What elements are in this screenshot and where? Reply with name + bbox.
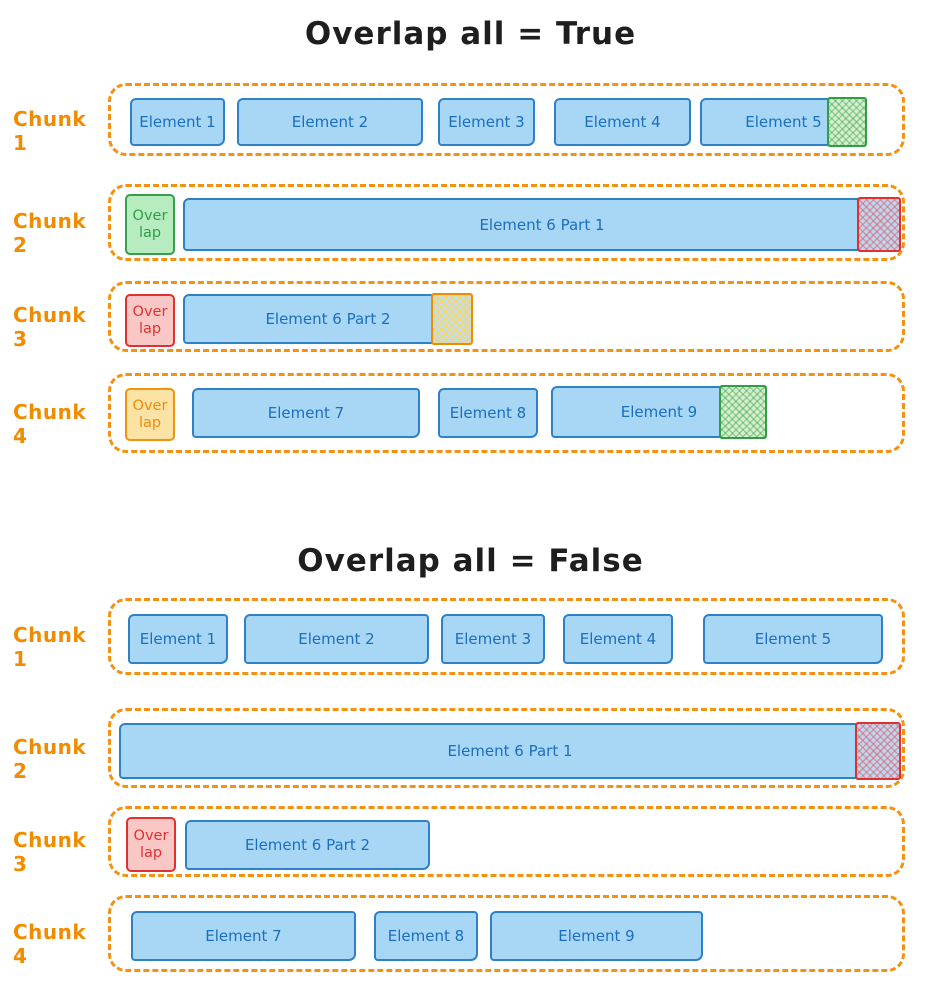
element-box: Element 3 <box>438 98 535 146</box>
element-box: Element 7 <box>192 388 420 438</box>
element-label: Element 5 <box>745 113 822 131</box>
overlap-box-red: Over lap <box>126 817 176 872</box>
element-box: Element 9 <box>551 385 767 439</box>
chunk-3-label: Chunk 3 <box>13 828 87 876</box>
element-label: Element 6 Part 1 <box>479 215 605 234</box>
element-box: Element 5 <box>700 97 867 147</box>
chunk-2-boundary: Element 6 Part 1 <box>108 708 905 788</box>
chunk-3-boundary: Over lap Element 6 Part 2 <box>108 806 905 877</box>
element-box: Element 2 <box>244 614 429 664</box>
chunk-4-label: Chunk 4 <box>13 920 87 968</box>
element-box: Element 5 <box>703 614 883 664</box>
element-box: Element 2 <box>237 98 423 146</box>
element-label: Element 9 <box>620 403 698 421</box>
element-box: Element 6 Part 2 <box>185 820 430 870</box>
overlap-hatch-orange <box>431 293 473 345</box>
overlap-hatch-red <box>857 197 901 252</box>
overlap-hatch-red <box>855 722 901 780</box>
chunk-1-label: Chunk 1 <box>13 623 87 671</box>
chunk-4-label: Chunk 4 <box>13 400 87 448</box>
chunk-2-label: Chunk 2 <box>13 735 87 783</box>
element-label: Element 6 Part 1 <box>447 742 573 760</box>
element-box: Element 8 <box>438 388 538 438</box>
overlap-box-green: Over lap <box>125 194 175 255</box>
element-box: Element 7 <box>131 911 356 961</box>
chunk-1-boundary: Element 1 Element 2 Element 3 Element 4 … <box>108 83 905 156</box>
overlap-box-red: Over lap <box>125 294 175 347</box>
chunk-3-boundary: Over lap Element 6 Part 2 <box>108 281 905 352</box>
chunk-4-boundary: Element 7 Element 8 Element 9 <box>108 895 905 972</box>
overlap-box-orange: Over lap <box>125 388 175 441</box>
element-box: Element 6 Part 1 <box>183 197 901 252</box>
section-2-title: Overlap all = False <box>297 543 644 579</box>
section-1-title: Overlap all = True <box>304 16 637 52</box>
element-box: Element 4 <box>554 98 691 146</box>
element-box: Element 4 <box>563 614 673 664</box>
chunk-1-boundary: Element 1 Element 2 Element 3 Element 4 … <box>108 598 905 675</box>
element-box: Element 8 <box>374 911 478 961</box>
element-box: Element 6 Part 1 <box>119 722 901 780</box>
element-box: Element 1 <box>128 614 228 664</box>
element-box: Element 9 <box>490 911 703 961</box>
chunk-2-label: Chunk 2 <box>13 209 87 257</box>
chunk-1-label: Chunk 1 <box>13 107 87 155</box>
chunk-4-boundary: Over lap Element 7 Element 8 Element 9 <box>108 373 905 453</box>
element-box: Element 6 Part 2 <box>183 293 473 345</box>
element-box: Element 3 <box>441 614 545 664</box>
overlap-hatch-green <box>719 385 767 439</box>
overlap-hatch-green <box>827 97 867 147</box>
element-box: Element 1 <box>130 98 225 146</box>
element-label: Element 6 Part 2 <box>265 310 391 328</box>
chunk-2-boundary: Over lap Element 6 Part 1 <box>108 184 905 261</box>
chunk-3-label: Chunk 3 <box>13 303 87 351</box>
